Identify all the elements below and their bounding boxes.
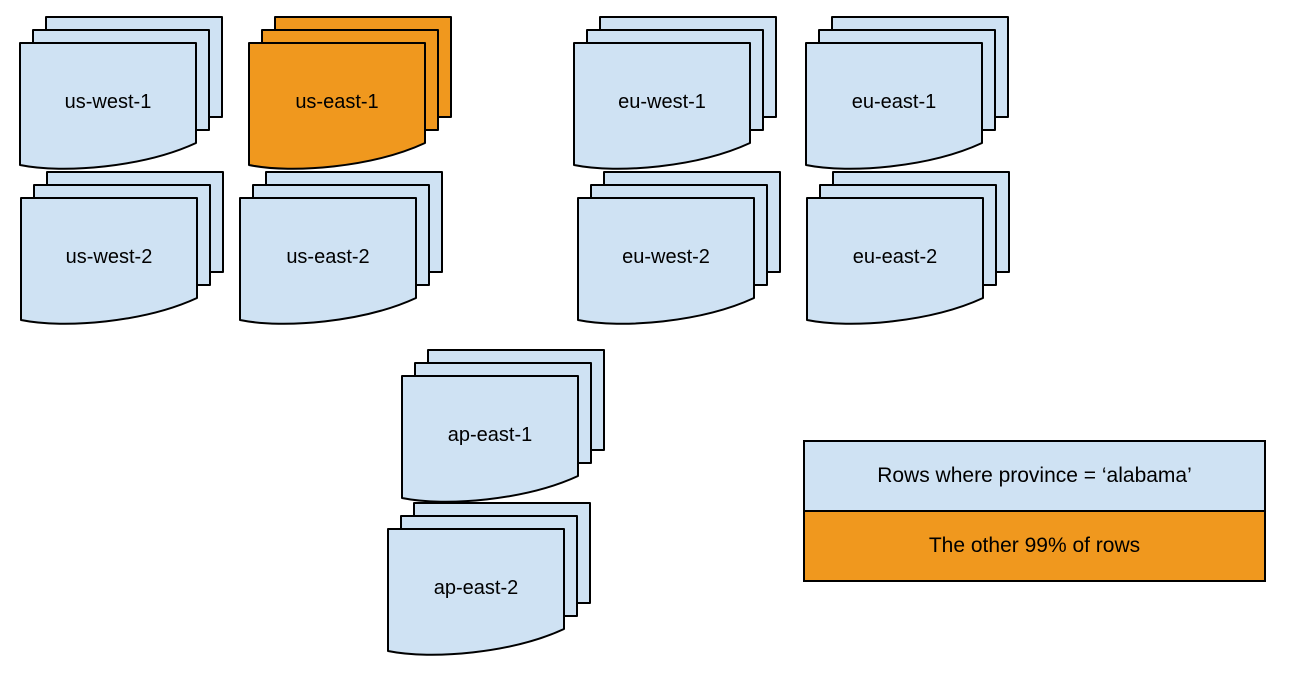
region-stack-us-west-2: us-west-2 [20, 171, 224, 331]
legend-item-alabama-rows: Rows where province = ‘alabama’ [805, 442, 1264, 512]
region-stack-ap-east-2: ap-east-2 [387, 502, 591, 662]
region-stack-eu-east-2: eu-east-2 [806, 171, 1010, 331]
document-stack-icon [805, 16, 1009, 170]
document-stack-icon [577, 171, 781, 325]
region-stack-eu-west-1: eu-west-1 [573, 16, 777, 176]
document-stack-icon [401, 349, 605, 503]
document-stack-icon [248, 16, 452, 170]
document-stack-icon [20, 171, 224, 325]
region-stack-us-east-2: us-east-2 [239, 171, 443, 331]
region-stack-eu-east-1: eu-east-1 [805, 16, 1009, 176]
document-stack-icon [239, 171, 443, 325]
region-stack-us-east-1: us-east-1 [248, 16, 452, 176]
document-stack-icon [573, 16, 777, 170]
document-stack-icon [387, 502, 591, 656]
region-stack-ap-east-1: ap-east-1 [401, 349, 605, 509]
document-stack-icon [806, 171, 1010, 325]
region-stack-us-west-1: us-west-1 [19, 16, 223, 176]
legend-item-label: The other 99% of rows [928, 534, 1141, 557]
legend-item-other-rows: The other 99% of rows [805, 512, 1264, 580]
legend-item-label: Rows where province = ‘alabama’ [877, 464, 1192, 487]
document-stack-icon [19, 16, 223, 170]
legend: Rows where province = ‘alabama’ The othe… [803, 440, 1266, 582]
region-stack-eu-west-2: eu-west-2 [577, 171, 781, 331]
